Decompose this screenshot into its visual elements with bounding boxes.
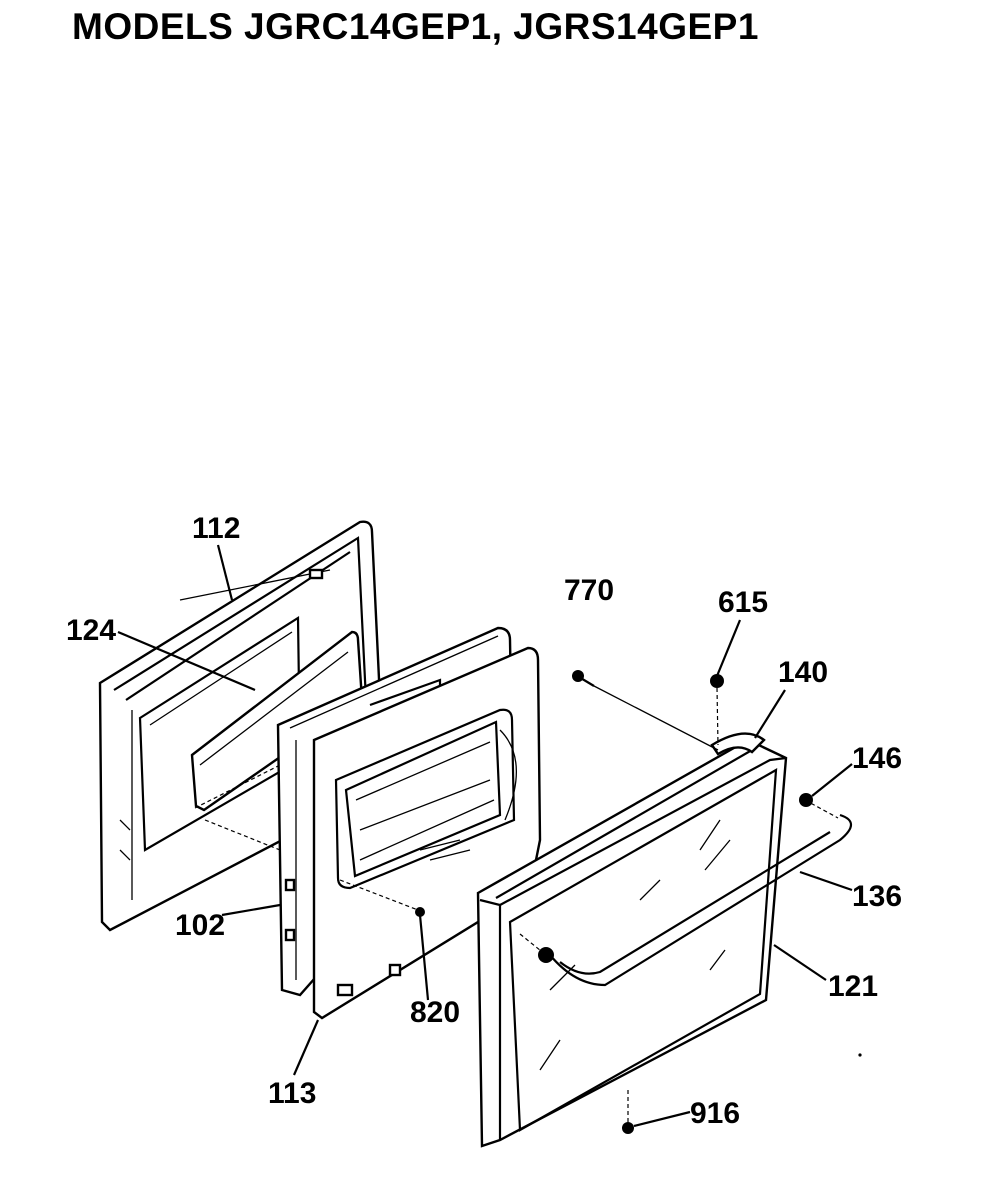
label-102: 102 bbox=[175, 909, 225, 942]
label-770: 770 bbox=[564, 574, 614, 607]
label-113: 113 bbox=[268, 1077, 316, 1110]
screw-820 bbox=[339, 879, 425, 917]
label-124: 124 bbox=[66, 614, 116, 647]
label-820: 820 bbox=[410, 996, 460, 1029]
top-trim bbox=[710, 732, 766, 756]
stray-dot bbox=[858, 1053, 862, 1057]
label-140: 140 bbox=[778, 656, 828, 689]
screw-615 bbox=[710, 674, 724, 746]
label-112: 112 bbox=[192, 512, 240, 545]
screw-916 bbox=[622, 1090, 634, 1134]
outer-door bbox=[476, 738, 788, 1148]
label-615: 615 bbox=[718, 586, 768, 619]
label-916: 916 bbox=[690, 1097, 740, 1130]
label-146: 146 bbox=[852, 742, 902, 775]
label-136: 136 bbox=[852, 880, 902, 913]
leader-lines bbox=[117, 544, 853, 1128]
screw-770 bbox=[572, 670, 719, 751]
page-title: MODELS JGRC14GEP1, JGRS14GEP1 bbox=[72, 6, 759, 47]
door-handle bbox=[519, 793, 853, 987]
inner-door-frame bbox=[312, 646, 542, 1020]
label-121: 121 bbox=[828, 970, 878, 1003]
